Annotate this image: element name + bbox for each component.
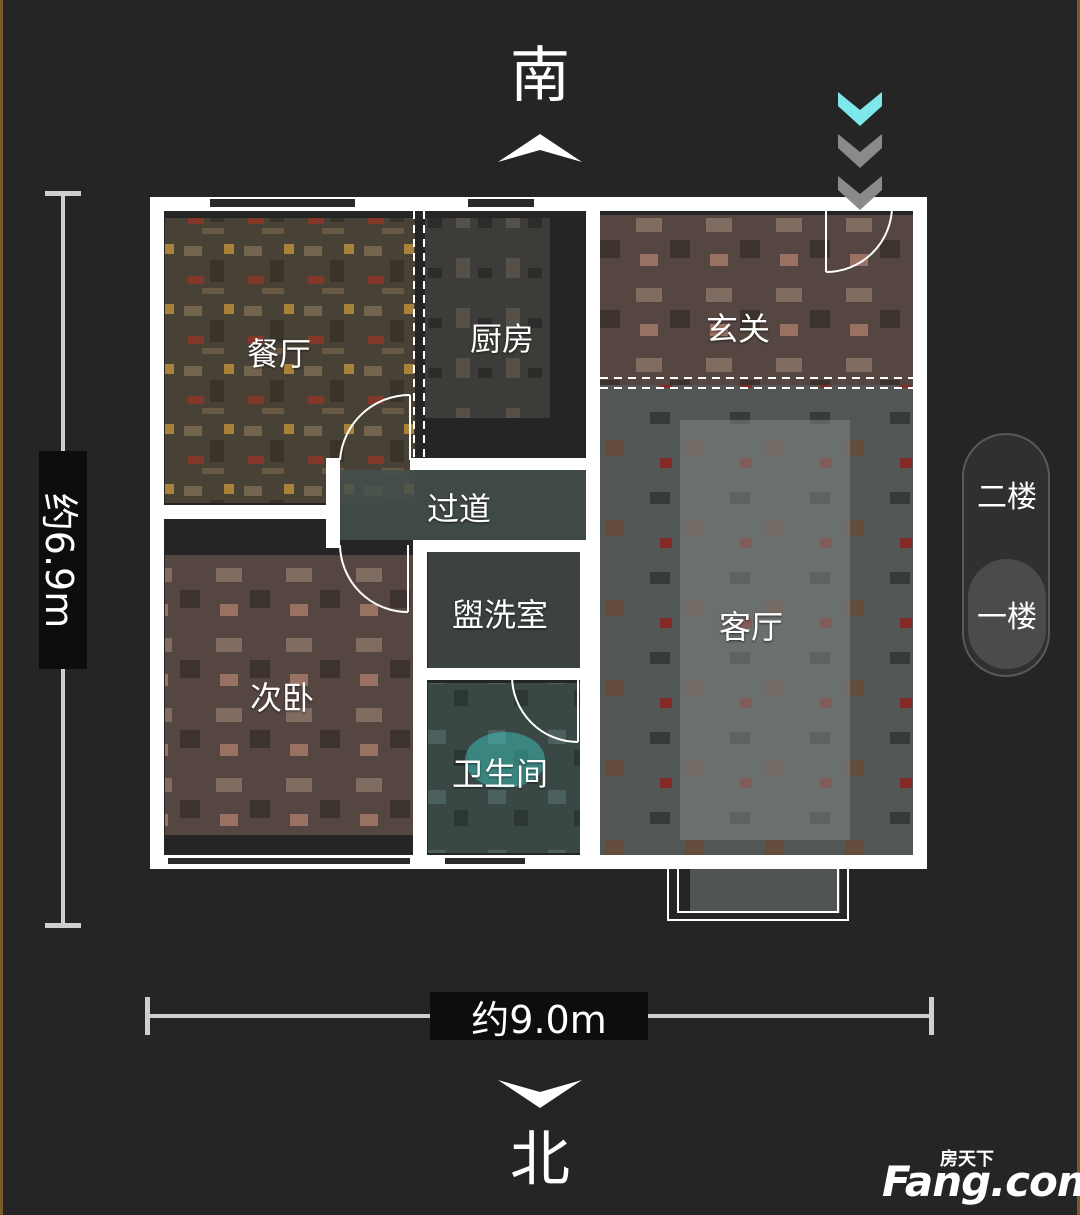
compass-up-arrow-icon[interactable]	[490, 128, 590, 168]
height-dim-line-bottom	[61, 669, 65, 926]
width-dim-cap-left	[145, 997, 150, 1035]
compass-down-arrow-icon[interactable]	[490, 1074, 590, 1114]
compass-north-label: 北	[510, 1125, 570, 1195]
compass-south-label: 南	[510, 41, 570, 111]
floor-button-upper[interactable]: 二楼	[977, 480, 1037, 515]
room-label-entrance[interactable]: 玄关	[706, 310, 771, 348]
height-dim-line-top	[61, 193, 65, 451]
room-label-dining[interactable]: 餐厅	[247, 335, 312, 373]
watermark-brand-text: Fang.com	[882, 1157, 1080, 1206]
room-label-corridor[interactable]: 过道	[427, 490, 492, 528]
room-label-kitchen[interactable]: 厨房	[470, 320, 535, 358]
height-dim-cap-bottom	[45, 923, 81, 928]
right-frame-border	[1077, 0, 1080, 1215]
height-dimension-label: 约6.9m	[38, 451, 87, 669]
watermark-logo: 房天下 Fang.com	[880, 1145, 1080, 1206]
watermark-small-text: 房天下	[940, 1149, 994, 1170]
room-label-bathroom[interactable]: 卫生间	[452, 755, 549, 793]
room-label-washroom[interactable]: 盥洗室	[452, 596, 549, 634]
width-dimension-label: 约9.0m	[430, 992, 648, 1042]
width-dim-line-right	[648, 1014, 932, 1018]
room-label-bedroom2[interactable]: 次卧	[250, 679, 315, 717]
floor-button-lower[interactable]: 一楼	[968, 559, 1046, 669]
left-frame-border	[0, 0, 3, 1215]
width-dim-line-left	[148, 1014, 430, 1018]
width-dim-cap-right	[929, 997, 934, 1035]
entry-direction-chevrons-icon	[838, 92, 882, 210]
room-label-living[interactable]: 客厅	[719, 608, 784, 646]
floor-switch: 二楼 一楼	[962, 433, 1050, 677]
